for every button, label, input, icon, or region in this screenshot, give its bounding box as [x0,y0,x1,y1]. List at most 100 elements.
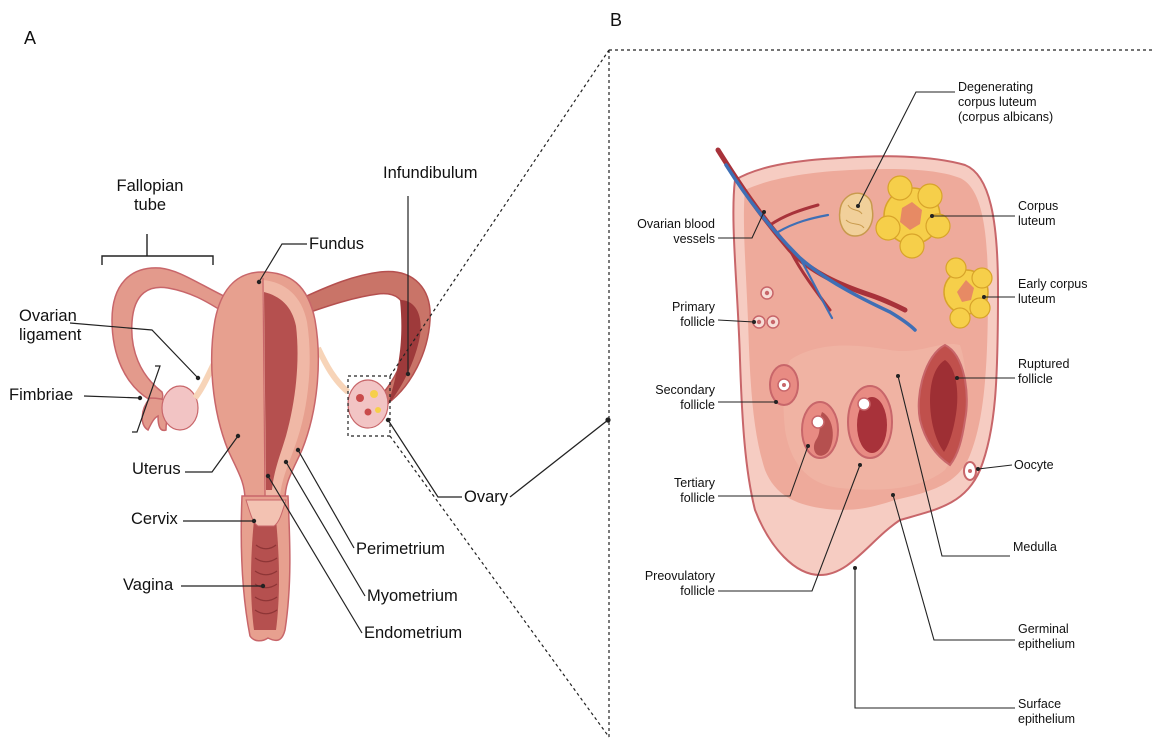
label-fallopian-tube-line-1: Fallopian [100,177,200,196]
label-ovarian-ligament-line-2: ligament [19,326,81,345]
label-germinal-epithelium-line-2: epithelium [1018,637,1075,652]
preovulatory-follicle-oocyte [858,398,870,410]
corpus-albicans [840,193,873,236]
label-perimetrium: Perimetrium [356,540,445,559]
left-ovary [162,386,198,430]
corpus-luteum-lobe-4 [900,234,924,258]
corpus-luteum-lobe-3 [926,214,950,238]
cervix-dot [252,519,256,523]
label-secondary-follicle-line-2: follicle [610,398,715,413]
early-corpus-luteum-lobe-3 [970,298,990,318]
oocyte-dot [976,467,980,471]
label-ovarian-blood-vessels: Ovarian blood vessels [610,217,715,247]
ovarian-ligament-dot [196,376,200,380]
ovary-link-dot [605,417,610,422]
label-ruptured-follicle-line-1: Ruptured [1018,357,1069,372]
preovulatory-follicle-dot [858,463,862,467]
right-ovary-follicle-c [365,409,372,416]
right-ovary-follicle-b [370,390,378,398]
vagina-dot [261,584,265,588]
infundibulum-dot [406,372,410,376]
label-surface-epithelium: Surface epithelium [1018,697,1075,727]
panel-b-letter: B [610,10,622,31]
label-medulla: Medulla [1013,540,1057,555]
label-early-corpus-luteum: Early corpus luteum [1018,277,1087,307]
surface-epithelium-leader [855,568,1015,708]
right-ovary-follicle-d [375,407,381,413]
label-ruptured-follicle-line-2: follicle [1018,372,1069,387]
early-corpus-luteum-lobe-2 [972,268,992,288]
label-ovarian-ligament-line-1: Ovarian [19,307,81,326]
label-infundibulum: Infundibulum [383,164,477,183]
label-ovarian-ligament: Ovarian ligament [19,307,81,346]
tertiary-follicle-dot [806,444,810,448]
right-ovary [348,380,388,428]
medulla-dot [896,374,900,378]
corpus-luteum-dot [930,214,934,218]
label-surface-epithelium-line-1: Surface [1018,697,1075,712]
label-primary-follicle: Primary follicle [610,300,715,330]
label-degenerating-corpus-luteum: Degenerating corpus luteum (corpus albic… [958,80,1053,124]
corpus-luteum-lobe-5 [876,216,900,240]
fimbriae-leader [84,396,140,398]
label-germinal-epithelium: Germinal epithelium [1018,622,1075,652]
perimetrium-leader [298,450,354,548]
fallopian-tube-bracket [102,234,213,265]
released-oocyte-nucleus [968,469,972,473]
label-degenerating-line-1: Degenerating [958,80,1053,95]
label-tertiary-follicle: Tertiary follicle [610,476,715,506]
primary-follicle-dot [752,320,756,324]
label-fallopian-tube-line-2: tube [100,196,200,215]
label-degenerating-line-2: corpus luteum [958,95,1053,110]
corpus-luteum-lobe-2 [918,184,942,208]
panel-a-letter: A [24,28,36,49]
label-preovulatory-follicle: Preovulatory follicle [610,569,715,599]
uterus-dot [236,434,240,438]
early-corpus-luteum-lobe-1 [946,258,966,278]
ovary-cross-section [718,150,998,575]
label-secondary-follicle-line-1: Secondary [610,383,715,398]
right-ovary-follicle-a [356,394,364,402]
label-primary-follicle-line-1: Primary [610,300,715,315]
ovary-to-panel-b-link [510,420,608,497]
ovary-leader [388,420,462,497]
endometrium-dot [266,474,270,478]
fundus-dot [257,280,261,284]
label-preovulatory-follicle-line-1: Preovulatory [610,569,715,584]
corpus-albicans-dot [856,204,860,208]
label-tertiary-follicle-line-2: follicle [610,491,715,506]
perimetrium-dot [296,448,300,452]
label-early-corpus-luteum-line-1: Early corpus [1018,277,1087,292]
label-preovulatory-follicle-line-2: follicle [610,584,715,599]
right-ovarian-ligament-shape [318,348,348,392]
primary-follicle-c-oocyte [771,320,775,324]
surface-epithelium-dot [853,566,857,570]
label-ruptured-follicle: Ruptured follicle [1018,357,1069,387]
primary-follicle-a-oocyte [765,291,769,295]
early-corpus-luteum-lobe-4 [950,308,970,328]
corpus-luteum-lobe-1 [888,176,912,200]
myometrium-leader [286,462,365,596]
label-degenerating-line-3: (corpus albicans) [958,110,1053,125]
label-uterus: Uterus [132,460,181,479]
label-corpus-luteum-line-1: Corpus [1018,199,1058,214]
label-myometrium: Myometrium [367,587,458,606]
vaginal-canal [251,516,279,630]
germinal-epithelium-dot [891,493,895,497]
tertiary-follicle-oocyte [812,416,824,428]
fimbriae-dot [138,396,142,400]
secondary-follicle-nucleus [782,383,786,387]
label-fimbriae: Fimbriae [9,386,73,405]
label-corpus-luteum-line-2: luteum [1018,214,1058,229]
label-fundus: Fundus [309,235,364,254]
label-secondary-follicle: Secondary follicle [610,383,715,413]
myometrium-dot [284,460,288,464]
right-infundibulum-shape [388,300,421,405]
label-endometrium: Endometrium [364,624,462,643]
label-surface-epithelium-line-2: epithelium [1018,712,1075,727]
label-vagina: Vagina [123,576,173,595]
label-corpus-luteum: Corpus luteum [1018,199,1058,229]
label-cervix: Cervix [131,510,178,529]
blood-vessels-dot [762,210,766,214]
label-primary-follicle-line-2: follicle [610,315,715,330]
